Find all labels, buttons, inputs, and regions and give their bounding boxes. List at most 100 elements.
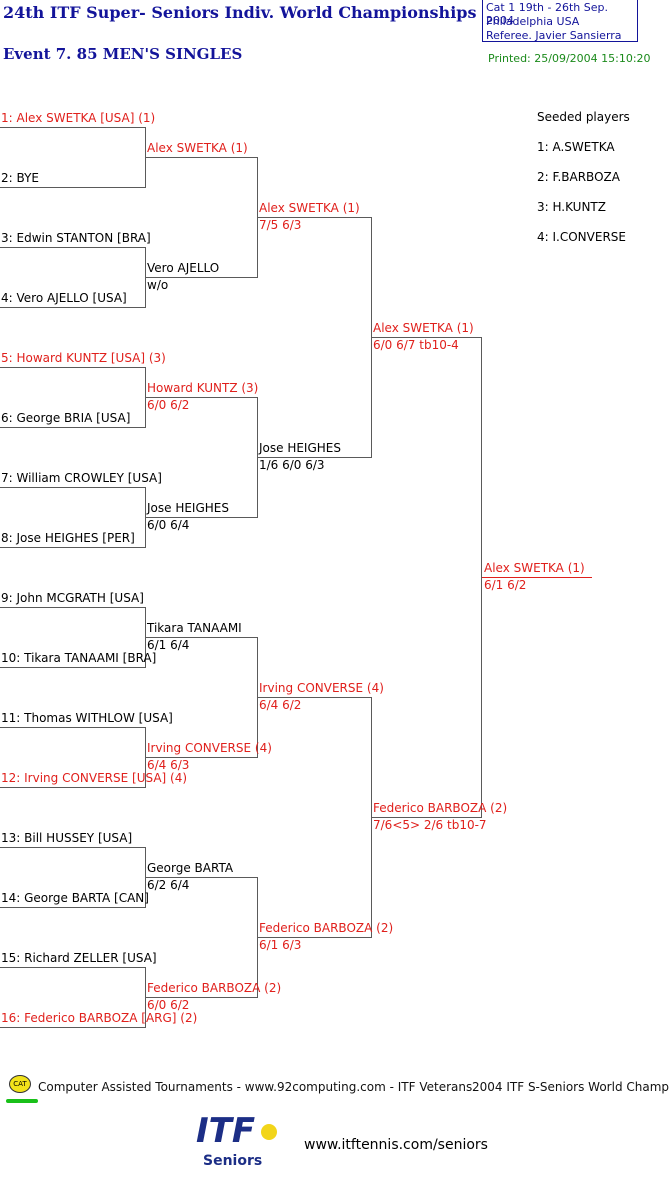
match-winner: Vero AJELLO (147, 261, 220, 275)
match-score: 6/1 6/3 (259, 938, 302, 952)
draw-line-r4 (372, 337, 482, 338)
draw-connector-r1 (145, 127, 146, 188)
printed-timestamp: Printed: 25/09/2004 15:10:20 (488, 52, 651, 65)
event-title: Event 7. 85 MEN'S SINGLES (3, 45, 243, 63)
draw-line-r2 (146, 877, 258, 878)
draw-connector-r1 (145, 967, 146, 1028)
draw-line-r1 (0, 907, 146, 908)
match-score: 7/5 6/3 (259, 218, 302, 232)
draw-line-r3 (258, 217, 372, 218)
draw-line-r1 (0, 667, 146, 668)
match-winner: George BARTA (147, 861, 234, 875)
player-entry: 15: Richard ZELLER [USA] (1, 951, 157, 965)
draw-line-r1 (0, 487, 146, 488)
draw-line-r1 (0, 607, 146, 608)
draw-line-r1 (0, 247, 146, 248)
player-entry: 3: Edwin STANTON [BRA] (1, 231, 151, 245)
match-score: w/o (147, 278, 169, 292)
draw-line-r1 (0, 367, 146, 368)
player-entry: 9: John MCGRATH [USA] (1, 591, 144, 605)
draw-line-r3 (258, 937, 372, 938)
match-score: 6/1 6/4 (147, 638, 190, 652)
match-winner: Irving CONVERSE (4) (147, 741, 272, 755)
draw-line-r1 (0, 727, 146, 728)
seed-item: 2: F.BARBOZA (537, 170, 620, 184)
referee: Referee. Javier Sansierra (486, 29, 622, 42)
final-line (482, 577, 592, 578)
draw-line-r2 (146, 157, 258, 158)
match-score: 6/4 6/3 (147, 758, 190, 772)
draw-line-r1 (0, 427, 146, 428)
draw-line-r1 (0, 967, 146, 968)
cat-logo-underline (6, 1099, 38, 1103)
player-entry: 10: Tikara TANAAMI [BRA] (1, 651, 157, 665)
draw-line-r3 (258, 457, 372, 458)
draw-line-r2 (146, 397, 258, 398)
tennis-ball-icon (261, 1124, 277, 1140)
footer-credit: Computer Assisted Tournaments - www.92co… (38, 1080, 473, 1094)
draw-line-r1 (0, 787, 146, 788)
player-entry: 4: Vero AJELLO [USA] (1, 291, 127, 305)
tournament-info-box: Cat 1 19th - 26th Sep. 2004 Philadelphia… (482, 0, 638, 42)
match-winner: Federico BARBOZA (2) (373, 801, 508, 815)
match-winner: Howard KUNTZ (3) (147, 381, 259, 395)
draw-line-r1 (0, 127, 146, 128)
player-entry: 5: Howard KUNTZ [USA] (3) (1, 351, 166, 365)
location: Philadelphia USA (486, 15, 580, 28)
match-score: 1/6 6/0 6/3 (259, 458, 325, 472)
draw-line-r2 (146, 277, 258, 278)
draw-line-r4 (372, 817, 482, 818)
player-entry: 8: Jose HEIGHES [PER] (1, 531, 135, 545)
draw-line-r1 (0, 1027, 146, 1028)
match-winner: Tikara TANAAMI (147, 621, 242, 635)
seed-item: 4: I.CONVERSE (537, 230, 626, 244)
cat-logo-icon: CAT (9, 1075, 31, 1093)
itf-logo: ITF (196, 1111, 256, 1151)
draw-connector-r3 (371, 217, 372, 458)
match-winner: Alex SWETKA (1) (259, 201, 360, 215)
match-winner: Alex SWETKA (1) (147, 141, 248, 155)
seeds-heading: Seeded players (537, 110, 630, 124)
match-score: 6/0 6/7 tb10-4 (373, 338, 459, 352)
draw-line-r1 (0, 187, 146, 188)
final-score: 6/1 6/2 (484, 578, 527, 592)
player-entry: 7: William CROWLEY [USA] (1, 471, 162, 485)
match-score: 7/6<5> 2/6 tb10-7 (373, 818, 487, 832)
draw-connector-r1 (145, 367, 146, 428)
match-winner: Federico BARBOZA (2) (259, 921, 394, 935)
draw-connector-r1 (145, 847, 146, 908)
match-score: 6/2 6/4 (147, 878, 190, 892)
player-entry: 11: Thomas WITHLOW [USA] (1, 711, 173, 725)
player-entry: 1: Alex SWETKA [USA] (1) (1, 111, 156, 125)
seed-item: 1: A.SWETKA (537, 140, 615, 154)
player-entry: 2: BYE (1, 171, 39, 185)
draw-connector-r2 (257, 637, 258, 758)
category-dates: Cat 1 19th - 26th Sep. 2004 (486, 1, 608, 27)
player-entry: 14: George BARTA [CAN] (1, 891, 149, 905)
player-entry: 13: Bill HUSSEY [USA] (1, 831, 133, 845)
draw-line-r2 (146, 757, 258, 758)
match-winner: Jose HEIGHES (259, 441, 341, 455)
draw-line-r3 (258, 697, 372, 698)
draw-connector-r1 (145, 727, 146, 788)
draw-line-r2 (146, 517, 258, 518)
seed-item: 3: H.KUNTZ (537, 200, 606, 214)
draw-connector-r4 (481, 337, 482, 818)
draw-connector-r2 (257, 877, 258, 998)
player-entry: 12: Irving CONVERSE [USA] (4) (1, 771, 188, 785)
draw-connector-r1 (145, 487, 146, 548)
champion: Alex SWETKA (1) (484, 561, 585, 575)
match-winner: Jose HEIGHES (147, 501, 229, 515)
itf-url: www.itftennis.com/seniors (304, 1137, 488, 1153)
match-winner: Federico BARBOZA (2) (147, 981, 282, 995)
player-entry: 16: Federico BARBOZA [ARG] (2) (1, 1011, 198, 1025)
draw-connector-r3 (371, 697, 372, 938)
draw-line-r1 (0, 847, 146, 848)
footer-championship: 2004 ITF S-Seniors World Champ (472, 1080, 669, 1094)
draw-connector-r2 (257, 397, 258, 518)
itf-seniors-label: Seniors (203, 1153, 263, 1169)
draw-line-r1 (0, 307, 146, 308)
draw-connector-r1 (145, 607, 146, 668)
match-winner: Alex SWETKA (1) (373, 321, 474, 335)
draw-connector-r1 (145, 247, 146, 308)
